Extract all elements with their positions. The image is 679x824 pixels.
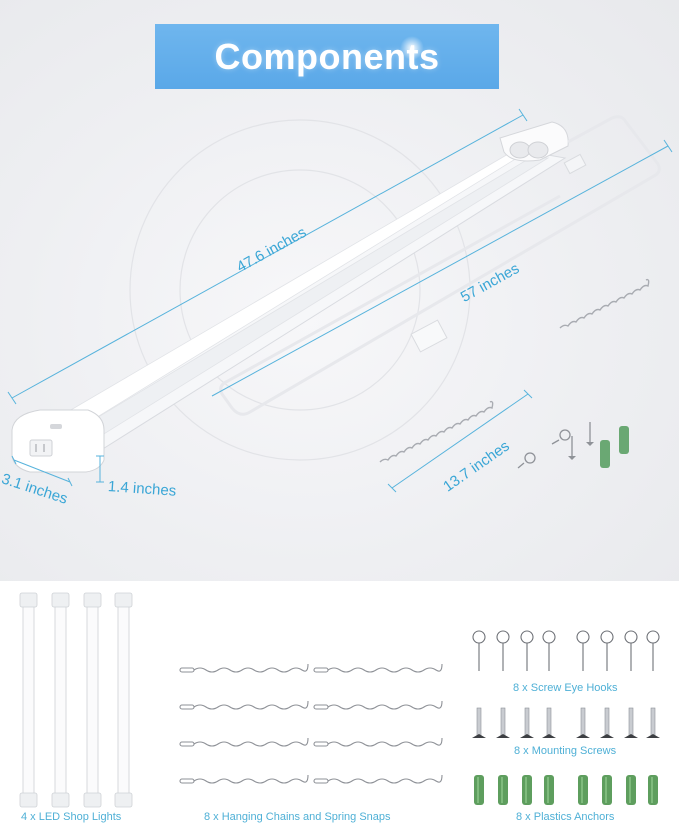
led-shop-lights-group <box>19 592 133 808</box>
diagram-artwork <box>7 108 673 493</box>
chain-illustration <box>379 278 650 463</box>
light-flare-decoration <box>400 36 424 60</box>
title-banner: Components <box>155 24 499 89</box>
product-diagram: Components 47.6 inches 57 inches 13.7 in… <box>0 0 679 581</box>
caption-hanging-chains: 8 x Hanging Chains and Spring Snaps <box>204 811 391 823</box>
caption-plastic-anchors: 8 x Plastics Anchors <box>516 811 615 823</box>
caption-screw-eye-hooks: 8 x Screw Eye Hooks <box>513 682 618 694</box>
hardware-illustration <box>517 422 629 469</box>
caption-mounting-screws: 8 x Mounting Screws <box>514 745 617 757</box>
led-shop-light-illustration <box>11 121 569 473</box>
power-cord-illustration <box>219 115 661 416</box>
caption-led-shop-lights: 4 x LED Shop Lights <box>21 811 122 823</box>
hanging-chains-group <box>179 663 443 784</box>
components-artwork <box>19 592 661 808</box>
mounting-screws-group <box>472 707 661 739</box>
plastic-anchors-group <box>474 775 658 805</box>
components-grid: 4 x LED Shop Lights 8 x Hanging Chains a… <box>0 581 679 824</box>
screw-eye-hooks-group <box>472 630 660 672</box>
